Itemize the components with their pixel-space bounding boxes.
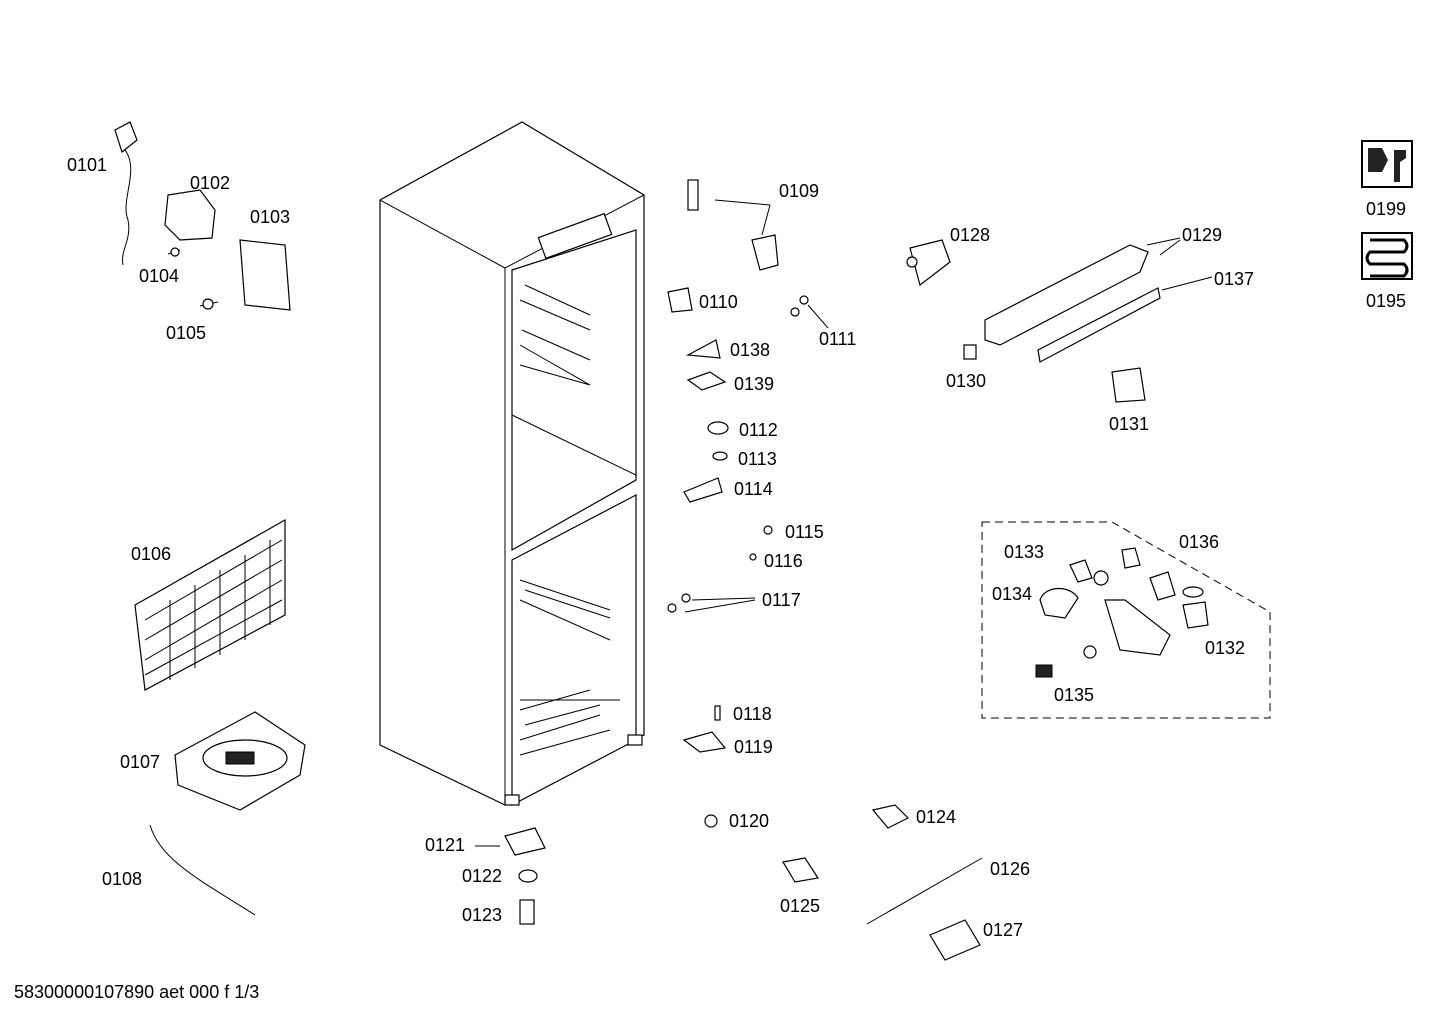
- part-label-0131: 0131: [1109, 414, 1150, 434]
- cover-block-part: [929, 919, 981, 961]
- part-label-0132: 0132: [1205, 638, 1246, 658]
- power-cord-part: [114, 121, 138, 266]
- part-label-0106: 0106: [131, 544, 172, 564]
- hinge-plate-part: [475, 827, 546, 856]
- adjustable-foot-part: [519, 899, 535, 925]
- part-label-0111: 0111: [819, 329, 857, 349]
- hinge-part: [683, 477, 723, 503]
- screw-part: [763, 525, 773, 535]
- part-label-0195: 0195: [1366, 291, 1407, 311]
- screw-part: [790, 295, 829, 329]
- part-label-0125: 0125: [780, 896, 821, 916]
- part-label-0138: 0138: [730, 340, 771, 360]
- part-label-0112: 0112: [739, 420, 778, 440]
- thermostat-part: [906, 239, 951, 287]
- part-label-0103: 0103: [250, 207, 291, 227]
- part-label-0107: 0107: [120, 752, 161, 772]
- fridge-cabinet: [379, 121, 645, 806]
- small-cap-part: [963, 344, 977, 360]
- part-label-0123: 0123: [462, 905, 503, 925]
- part-label-0122: 0122: [462, 866, 503, 886]
- part-label-0120: 0120: [729, 811, 770, 831]
- wrench-icon: [1361, 140, 1413, 188]
- part-label-0109: 0109: [779, 181, 820, 201]
- foot-screw-part: [704, 814, 718, 828]
- clip-part: [782, 857, 819, 883]
- part-label-0133: 0133: [1004, 542, 1045, 562]
- part-label-0128: 0128: [950, 225, 991, 245]
- screw-part: [199, 298, 219, 310]
- hinge-cover-part: [686, 371, 727, 391]
- part-label-0139: 0139: [734, 374, 775, 394]
- part-label-0134: 0134: [992, 584, 1033, 604]
- washer-part: [707, 421, 729, 435]
- part-label-0116: 0116: [764, 551, 803, 571]
- part-label-0136: 0136: [1179, 532, 1220, 552]
- hinge-bracket-part: [667, 287, 693, 313]
- door-stop-part: [667, 593, 756, 613]
- part-label-0118: 0118: [733, 704, 772, 724]
- bracket-part: [164, 189, 216, 241]
- washer-part: [749, 553, 757, 561]
- part-label-0129: 0129: [1182, 225, 1223, 245]
- hinge-pin-part: [687, 179, 779, 271]
- screw-part: [167, 247, 181, 257]
- wire-harness-part: [149, 824, 256, 916]
- trim-strip-part: [1037, 276, 1213, 363]
- part-label-0119: 0119: [734, 737, 773, 757]
- switch-part: [1111, 367, 1146, 403]
- part-label-0126: 0126: [990, 859, 1031, 879]
- rod-part: [866, 857, 983, 925]
- document-footer-id: 58300000107890 aet 000 f 1/3: [14, 982, 260, 1002]
- cover-cap-part: [685, 339, 721, 359]
- part-label-0127: 0127: [983, 920, 1024, 940]
- part-label-0121: 0121: [425, 835, 466, 855]
- part-label-0124: 0124: [916, 807, 957, 827]
- cover-box-part: [239, 239, 291, 311]
- part-label-0113: 0113: [738, 449, 777, 469]
- bottom-hinge-part: [682, 731, 727, 753]
- part-label-0114: 0114: [734, 479, 773, 499]
- cap-part: [871, 804, 910, 829]
- part-label-0137: 0137: [1214, 269, 1255, 289]
- part-label-0117: 0117: [762, 590, 801, 610]
- part-label-0115: 0115: [785, 522, 824, 542]
- part-label-0102: 0102: [190, 173, 231, 193]
- part-label-0105: 0105: [166, 323, 207, 343]
- heater-coil-icon: [1361, 232, 1413, 280]
- part-label-0130: 0130: [946, 371, 987, 391]
- washer-part: [712, 451, 728, 461]
- control-panel-part: [984, 237, 1181, 346]
- lamp-assembly-parts: [1035, 547, 1209, 678]
- washer-part: [518, 869, 538, 883]
- part-label-0108: 0108: [102, 869, 143, 889]
- drip-tray-part: [174, 711, 306, 811]
- part-label-0101: 0101: [67, 155, 108, 175]
- pin-part: [714, 705, 721, 721]
- part-label-0199: 0199: [1366, 199, 1407, 219]
- lamp-assembly-box: [981, 521, 1271, 719]
- condenser-part: [134, 518, 286, 691]
- part-label-0104: 0104: [139, 266, 180, 286]
- part-label-0135: 0135: [1054, 685, 1095, 705]
- part-label-0110: 0110: [699, 292, 738, 312]
